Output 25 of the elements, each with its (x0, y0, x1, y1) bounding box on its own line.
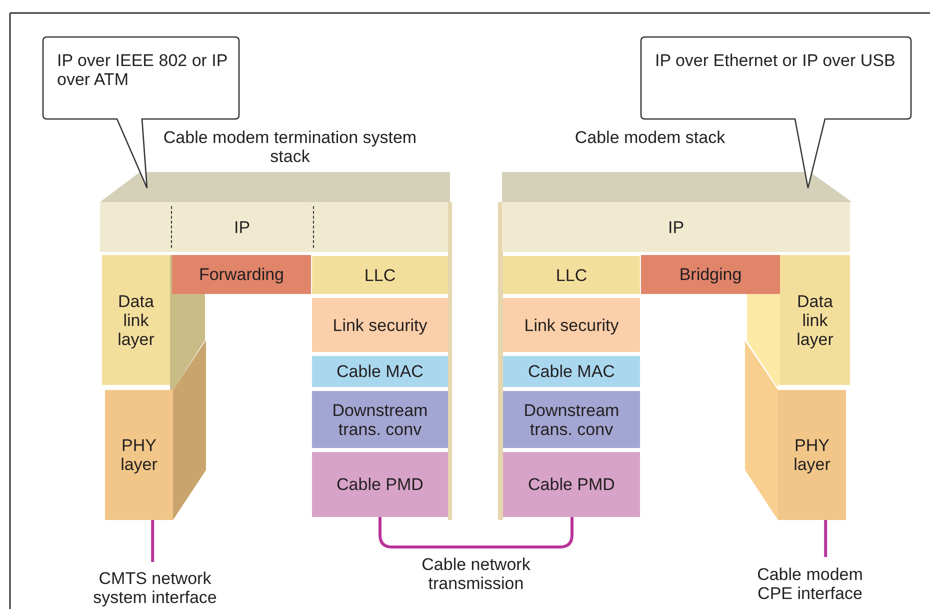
protocol-layer: Forwarding (172, 255, 311, 294)
protocol-layer: IP (502, 202, 850, 252)
interface-label: CMTS network system interface (92, 569, 218, 607)
stack-title: Cable modem termination system stack (162, 128, 418, 166)
connector-line (824, 520, 828, 557)
protocol-layer: Data link layer (102, 255, 170, 385)
protocol-layer: Link security (312, 298, 448, 352)
protocol-layer: PHY layer (105, 390, 173, 520)
protocol-layer: Cable MAC (503, 356, 640, 387)
protocol-layer: Downstream trans. conv (312, 391, 448, 448)
protocol-layer: PHY layer (778, 390, 846, 520)
stack-title: Cable modem stack (574, 128, 726, 147)
protocol-layer: LLC (503, 256, 640, 294)
connector-line (151, 520, 154, 562)
protocol-layer: Link security (503, 298, 640, 352)
connector-line (378, 517, 574, 548)
interface-label: Cable modem CPE interface (756, 565, 864, 603)
protocol-layer: Cable PMD (312, 452, 448, 517)
protocol-layer: Data link layer (780, 255, 850, 385)
protocol-layer: Cable MAC (312, 356, 448, 387)
protocol-layer: LLC (312, 256, 448, 294)
protocol-layer: Bridging (641, 255, 780, 294)
protocol-layer: Downstream trans. conv (503, 391, 640, 448)
protocol-layer: IP (100, 202, 448, 252)
protocol-layer: Cable PMD (503, 452, 640, 517)
